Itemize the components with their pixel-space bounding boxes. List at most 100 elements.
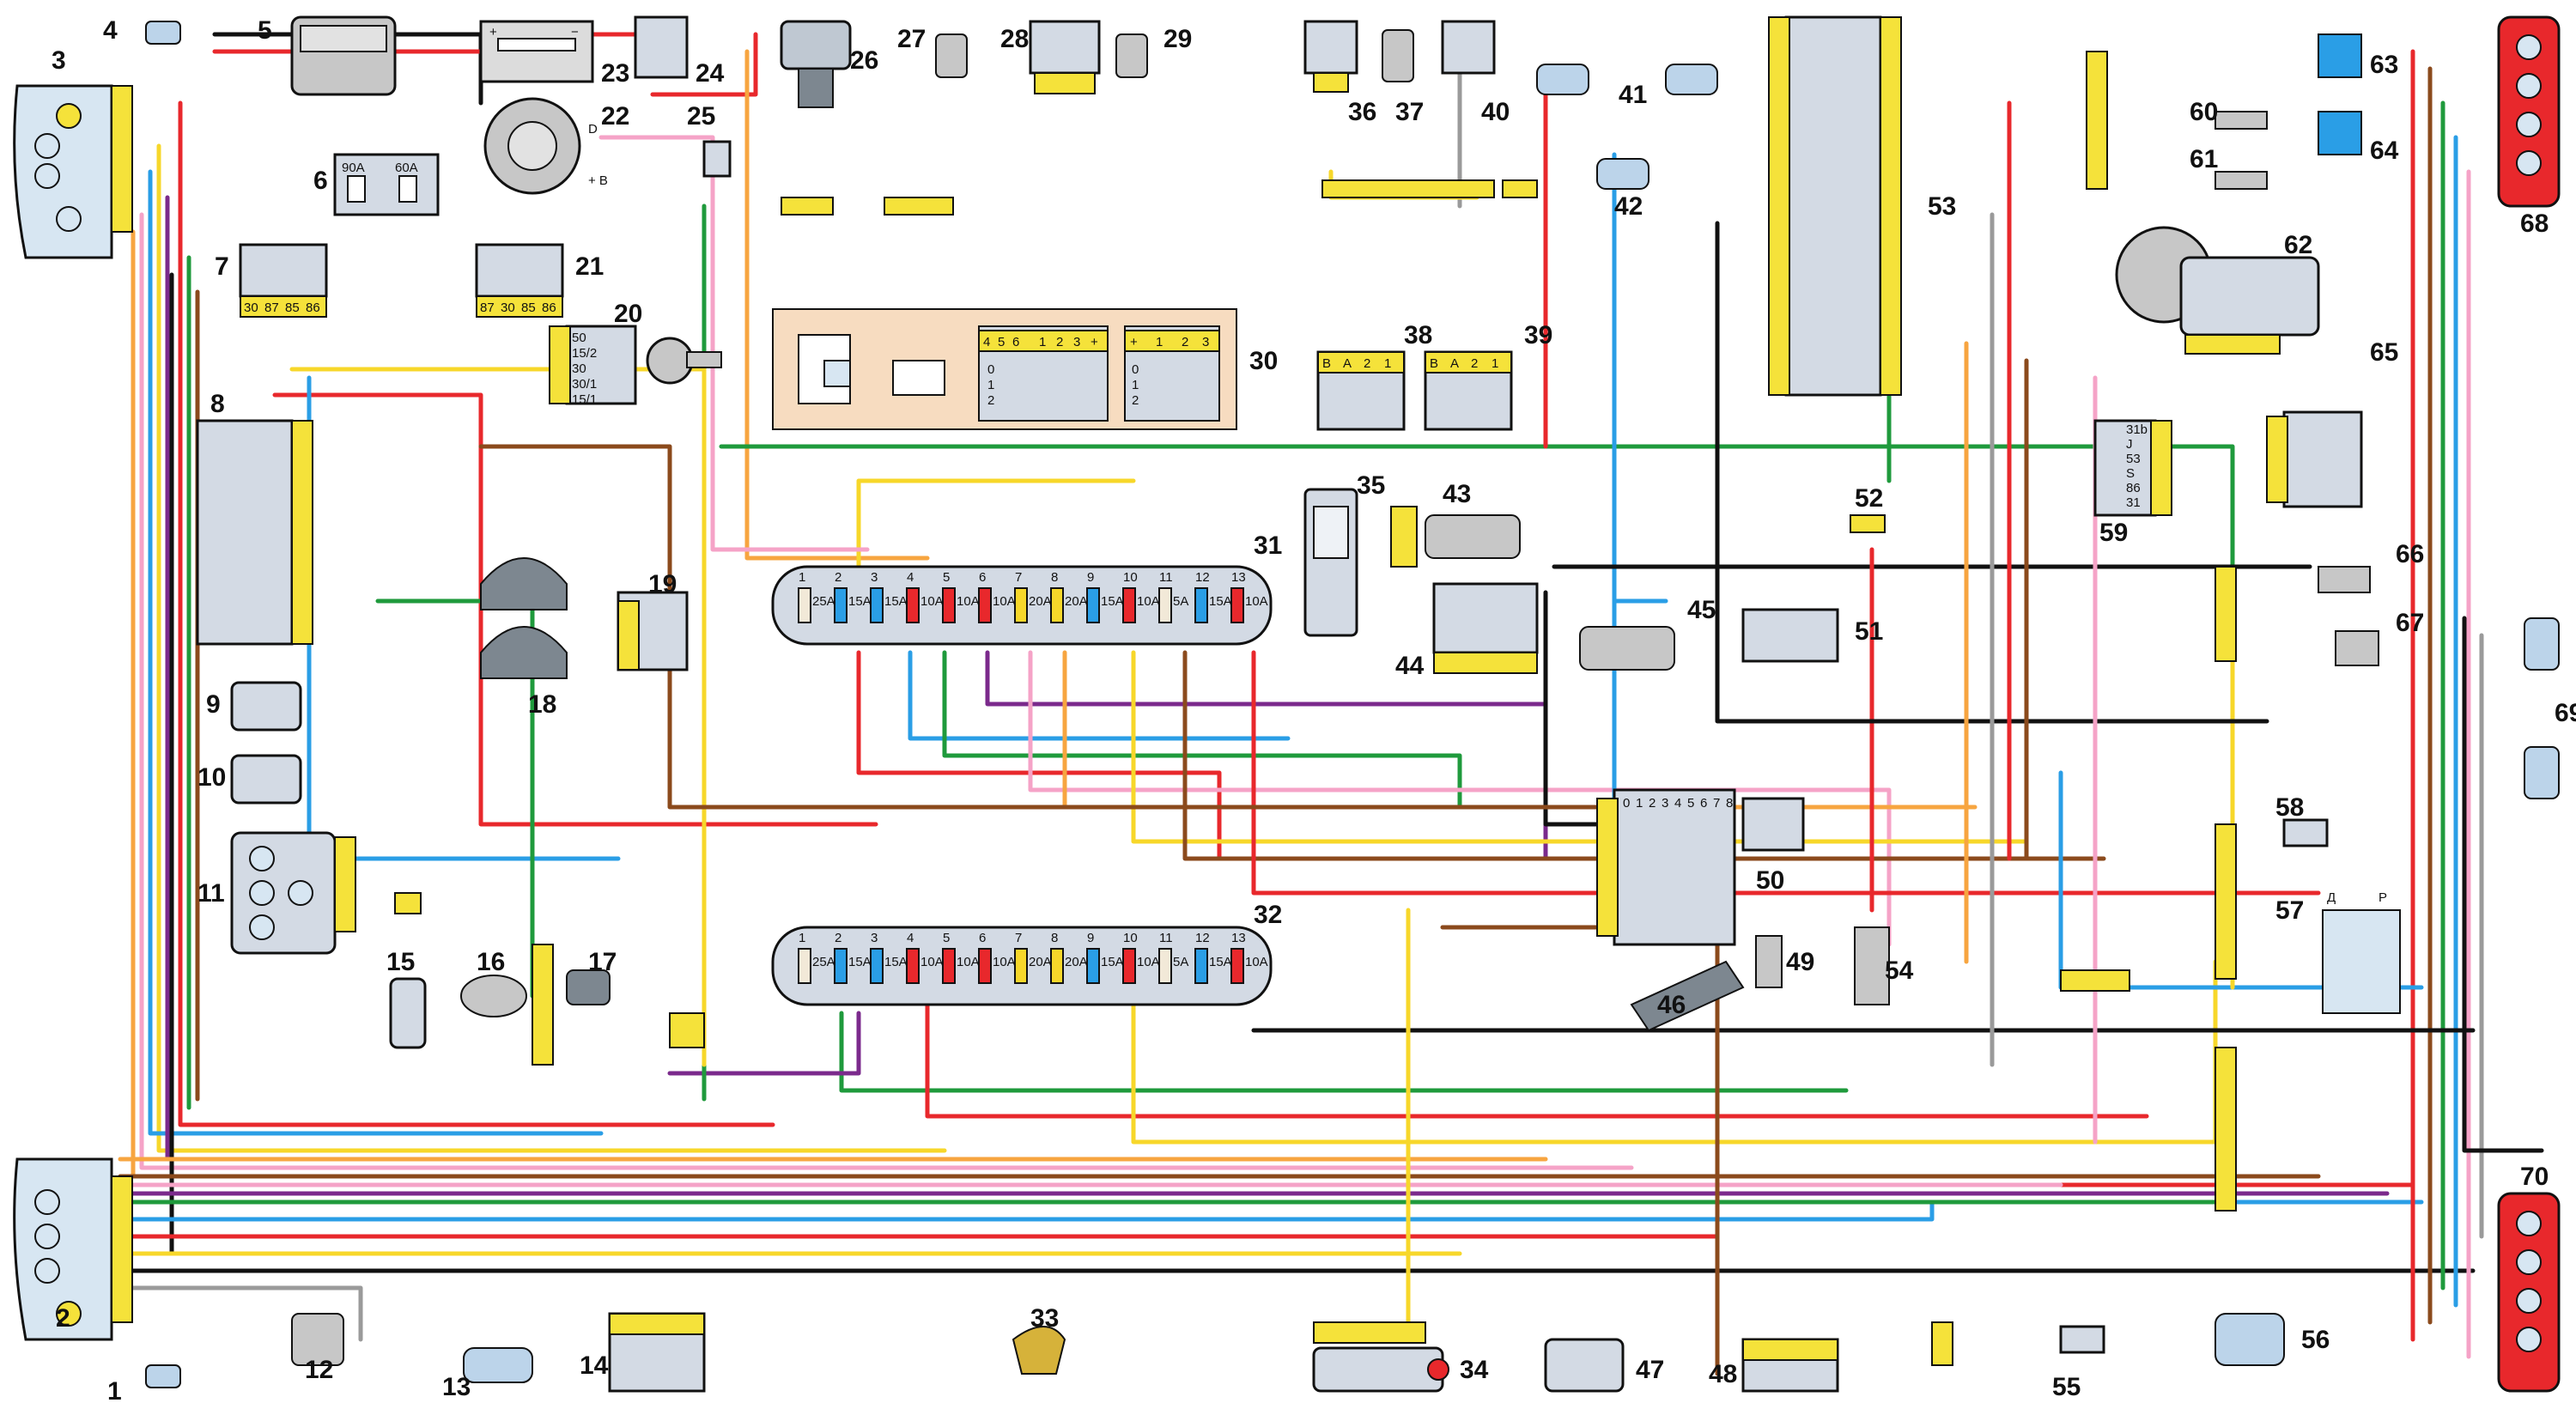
switch-position: 8 [1726, 796, 1733, 811]
fuse-rating: 20A [1065, 594, 1088, 609]
fuse-rating: 15A [884, 955, 908, 969]
component-label-63: 63 [2370, 51, 2398, 79]
svg-text:31: 31 [2126, 495, 2141, 510]
svg-text:A: A [1343, 356, 1352, 371]
svg-text:3: 3 [1202, 335, 1209, 349]
switch-position: 6 [1700, 796, 1707, 811]
svg-text:30/1: 30/1 [572, 377, 597, 392]
svg-text:6: 6 [1012, 335, 1019, 349]
svg-text:B: B [1322, 356, 1331, 371]
panel-position: 0 [987, 362, 994, 377]
component-label-61: 61 [2190, 145, 2218, 173]
fuse-number: 10 [1123, 931, 1138, 945]
component-label-44: 44 [1395, 652, 1425, 680]
svg-text:Р: Р [2379, 890, 2387, 905]
fuse-rating: 10A [957, 594, 980, 609]
fuse-8 [1050, 948, 1064, 984]
fuse-13 [1230, 587, 1244, 623]
svg-text:30: 30 [501, 301, 515, 315]
generator: D + B [483, 97, 608, 195]
fuse-number: 13 [1231, 570, 1246, 585]
component-label-56: 56 [2301, 1326, 2330, 1354]
svg-text:85: 85 [285, 301, 300, 315]
sensor-49 [1755, 935, 1783, 988]
headlight-right-front [13, 1157, 133, 1341]
component-label-67: 67 [2396, 609, 2424, 637]
radio-35 [1303, 488, 1358, 637]
component-label-19: 19 [648, 570, 677, 598]
component-label-47: 47 [1636, 1356, 1664, 1384]
switch-position: 7 [1713, 796, 1720, 811]
lamp-41 [1536, 64, 1718, 95]
component-label-53: 53 [1928, 192, 1956, 221]
sensor-60 [2215, 111, 2268, 130]
fuse-rating: 10A [993, 594, 1016, 609]
component-label-12: 12 [305, 1356, 333, 1384]
component-label-54: 54 [1885, 957, 1914, 985]
svg-text:53: 53 [2126, 452, 2141, 466]
sensor-61 [2215, 171, 2268, 190]
component-label-36: 36 [1348, 98, 1376, 126]
fuse-9 [1086, 587, 1100, 623]
svg-text:2: 2 [1056, 335, 1063, 349]
fuse-7 [1014, 587, 1028, 623]
fuse-rating: 10A [1137, 955, 1160, 969]
component-label-23: 23 [601, 59, 629, 88]
component-label-34: 34 [1460, 1356, 1489, 1384]
fuse-number: 1 [799, 570, 805, 585]
fuse-rating: 15A [1101, 955, 1124, 969]
svg-text:5: 5 [998, 335, 1005, 349]
fuse-5 [942, 587, 956, 623]
component-label-37: 37 [1395, 98, 1424, 126]
lamp-13 [463, 1347, 533, 1383]
block-48 [1741, 1338, 1839, 1393]
component-label-16: 16 [477, 948, 505, 976]
generator-terminal-b: + B [588, 173, 608, 188]
component-label-49: 49 [1786, 948, 1814, 976]
svg-text:−: − [571, 25, 579, 39]
fuse-rating: 10A [1245, 594, 1268, 609]
fuse-rating: 15A [1209, 955, 1232, 969]
svg-text:J: J [2126, 437, 2133, 452]
fuse-number: 2 [835, 570, 841, 585]
svg-text:30: 30 [244, 301, 258, 315]
sensor-17 [566, 969, 611, 1005]
switch-65 [2266, 410, 2363, 508]
fuse-rating: 15A [848, 594, 872, 609]
switch-position: 4 [1674, 796, 1681, 811]
component-label-9: 9 [206, 690, 221, 719]
switch-39: B A 2 1 [1424, 350, 1513, 431]
svg-text:30: 30 [572, 361, 586, 376]
switch-position: 2 [1649, 796, 1656, 811]
panel-position: 1 [987, 378, 994, 392]
svg-text:A: A [1450, 356, 1459, 371]
component-label-48: 48 [1709, 1360, 1737, 1388]
horn-relay-19 [617, 591, 689, 671]
component-label-8: 8 [210, 390, 225, 418]
fuse-rating: 20A [1029, 955, 1052, 969]
component-label-51: 51 [1855, 617, 1883, 646]
fuse-2 [834, 587, 848, 623]
component-label-40: 40 [1481, 98, 1510, 126]
lamp-42 [1596, 158, 1649, 190]
fuse-number: 2 [835, 931, 841, 945]
fuse-number: 12 [1195, 570, 1210, 585]
switch-position: 1 [1636, 796, 1643, 811]
fuse-number: 7 [1015, 570, 1022, 585]
component-label-6: 6 [313, 167, 328, 195]
component-label-38: 38 [1404, 321, 1432, 349]
fuse-rating: 20A [1065, 955, 1088, 969]
fuse-rating: 10A [1245, 955, 1268, 969]
fuse-number: 6 [979, 570, 986, 585]
svg-text:+: + [489, 25, 497, 39]
fuse-row-32: 125A215A315A410A510A610A720A820A915A1010… [798, 931, 1268, 984]
switch-10 [230, 754, 302, 805]
component-label-69: 69 [2555, 699, 2576, 727]
svg-text:+: + [1130, 335, 1138, 349]
component-label-64: 64 [2370, 137, 2399, 165]
sensor-66 [2318, 566, 2371, 593]
component-label-15: 15 [386, 948, 415, 976]
fuse-number: 7 [1015, 931, 1022, 945]
